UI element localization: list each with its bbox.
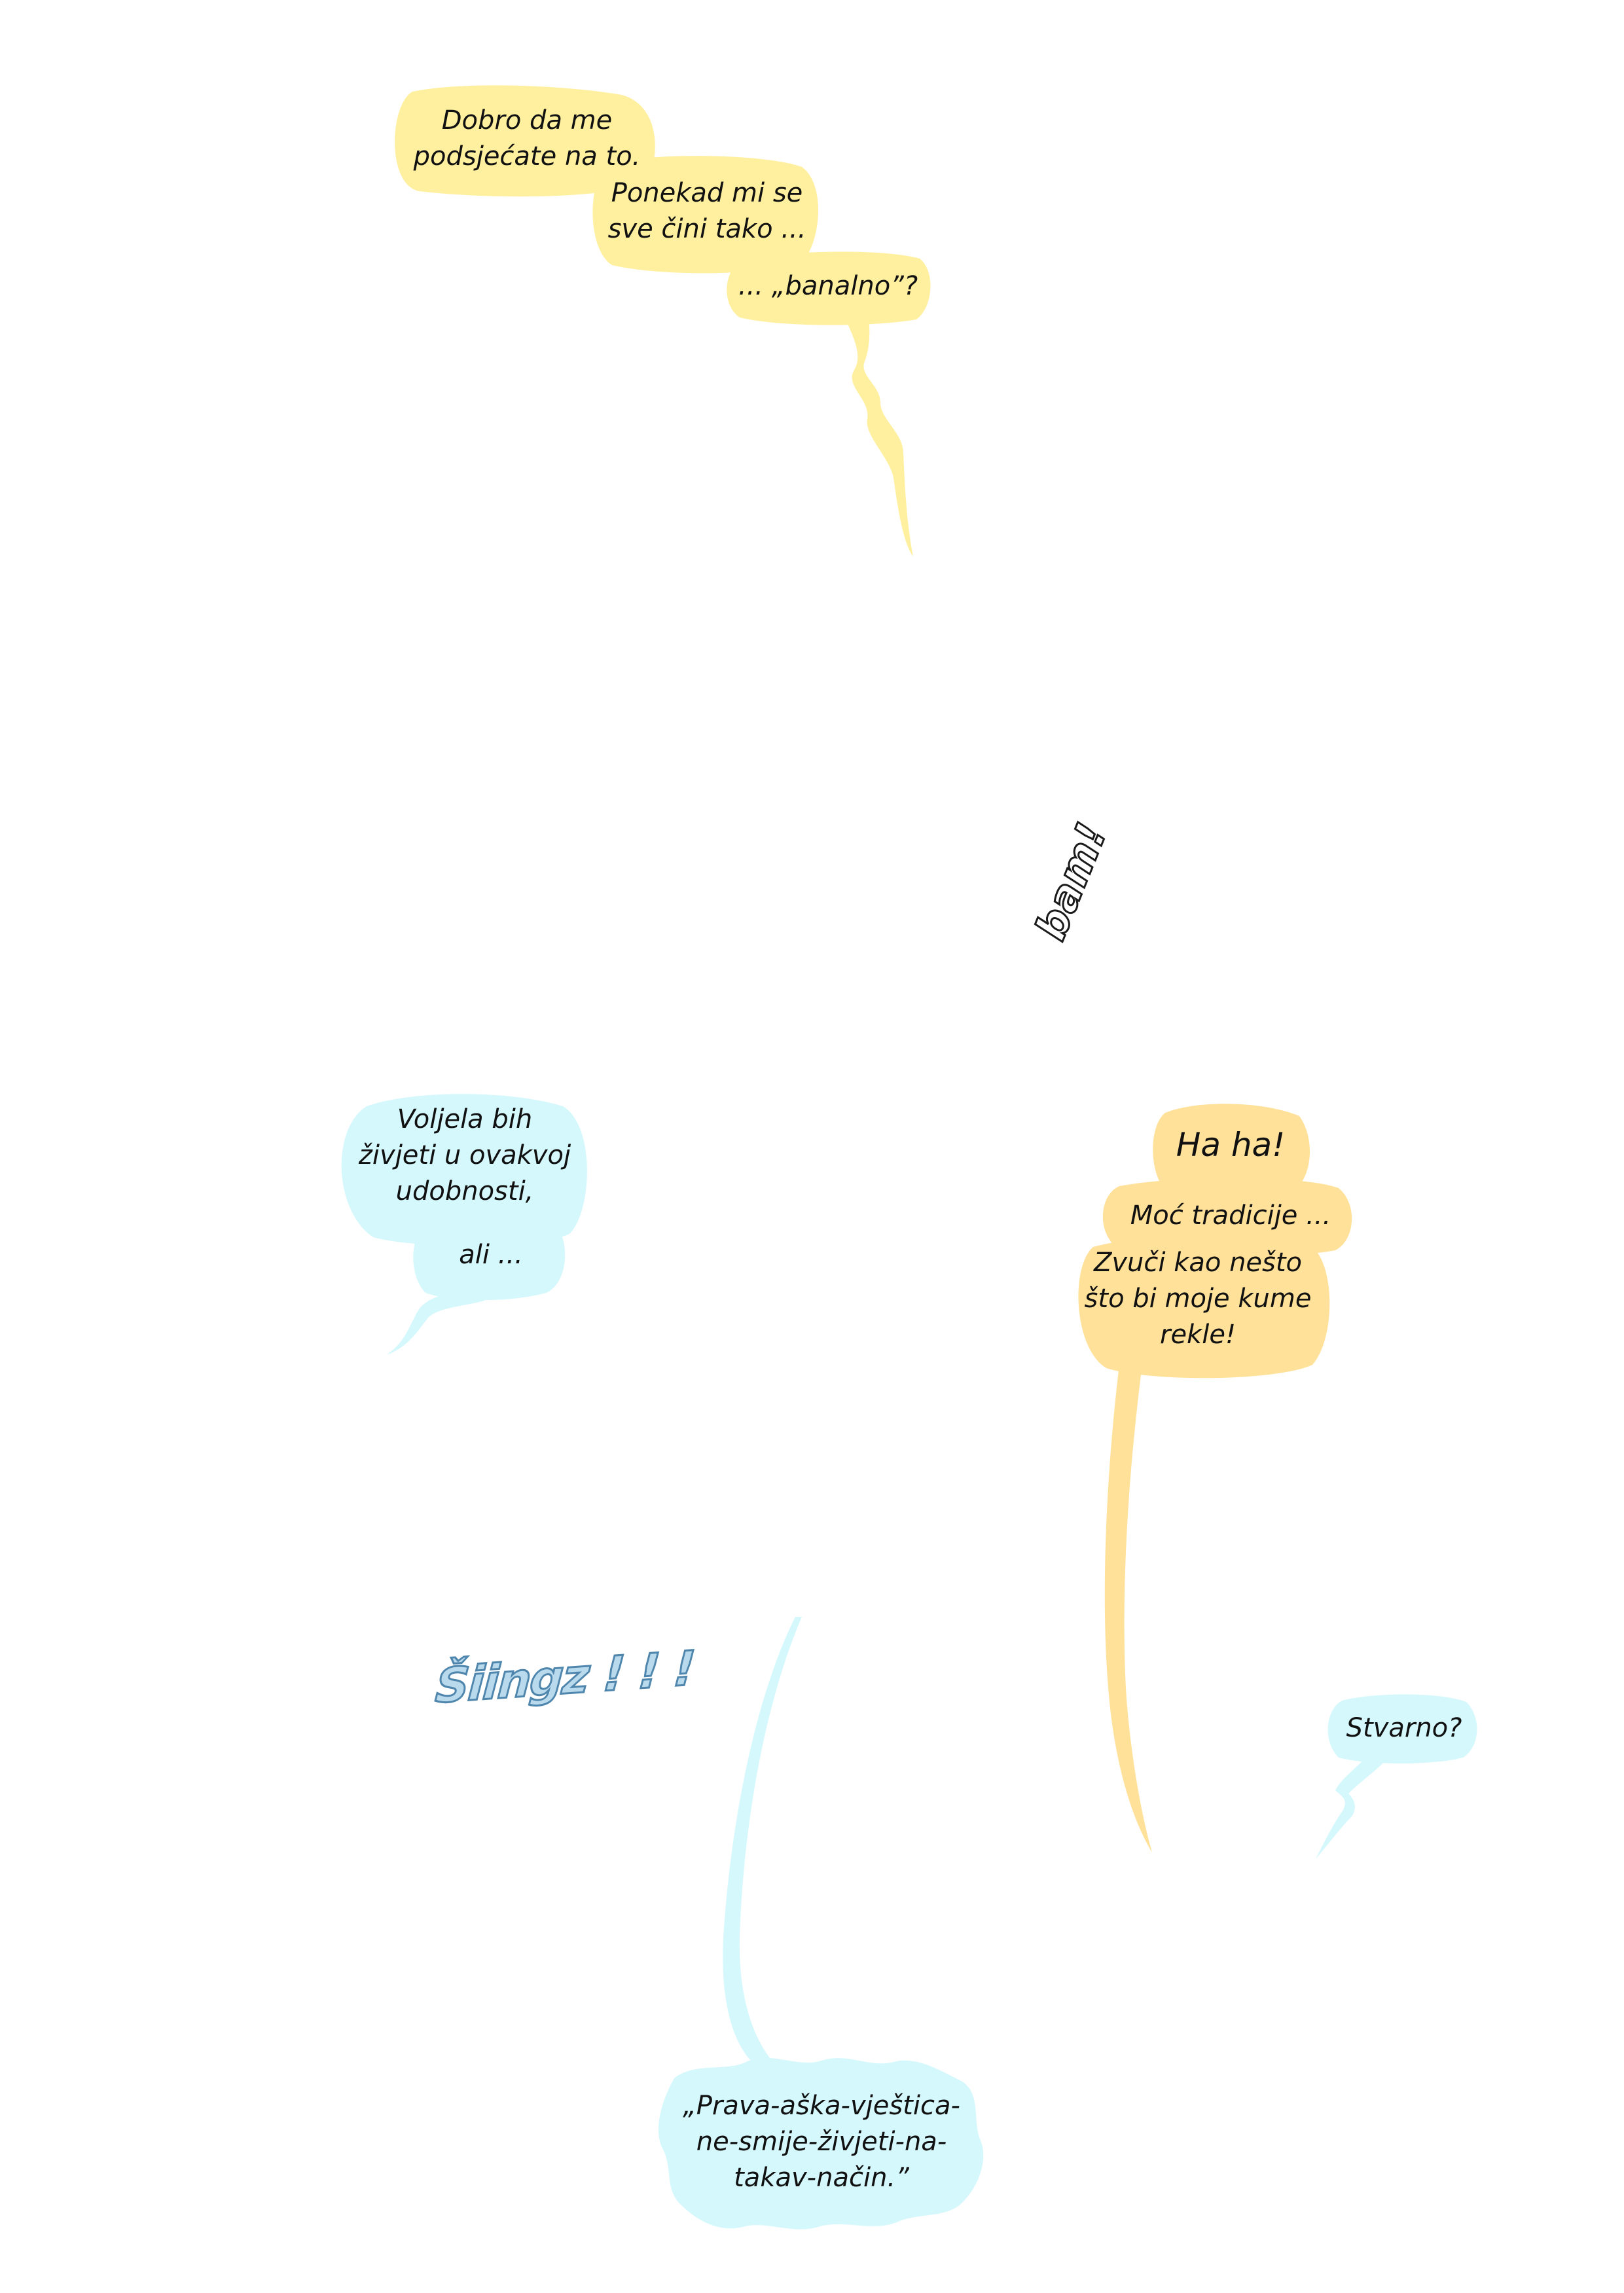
dobro-bubble-text: Dobro da me podsjećate na to.: [413, 105, 641, 172]
prava-bubble-text: „Prava-aška-vještica- ne-smije-živjeti-n…: [683, 2091, 960, 2193]
zvuci-bubble-text: Zvuči kao nešto što bi moje kume rekle!: [1084, 1248, 1312, 1350]
orange-bubble-group: [1078, 1104, 1352, 1852]
ponekad-bubble-text: Ponekad mi se sve čini tako ...: [607, 178, 806, 244]
ali-bubble-shape: [413, 1220, 566, 1301]
moc-bubble-text: Moć tradicije ...: [1130, 1201, 1331, 1231]
cyan-left-bubble-group: [341, 1094, 587, 1355]
prava-bubble-shape: [658, 2057, 984, 2230]
yellow-bubble-tail: [841, 308, 913, 556]
stvarno-bubble-shape: [1327, 1694, 1477, 1763]
banalno-bubble-text: ... „banalno”?: [738, 271, 918, 301]
haha-bubble-shape: [1153, 1104, 1310, 1199]
haha-bubble-text: Ha ha!: [1176, 1126, 1286, 1164]
voljela-bubble-text: Voljela bih živjeti u ovakvoj udobnosti,: [358, 1104, 571, 1206]
prava-bubble-tail: [723, 1617, 802, 2068]
yellow-bubble-group: [395, 85, 931, 556]
voljela-bubble-shape: [341, 1094, 587, 1246]
prava-bubble-group: [658, 1617, 984, 2230]
stvarno-bubble-text: Stvarno?: [1346, 1713, 1462, 1743]
banalno-bubble-shape: [727, 251, 931, 325]
ponekad-bubble-shape: [592, 156, 818, 274]
stvarno-bubble-tail: [1316, 1754, 1391, 1859]
dobro-bubble-shape: [395, 85, 655, 197]
ali-bubble-text: ali ...: [459, 1240, 523, 1270]
zvuci-bubble-shape: [1078, 1235, 1330, 1379]
stvarno-bubble-group: [1316, 1694, 1477, 1859]
orange-bubble-tail: [1104, 1365, 1152, 1852]
voljela-bubble-tail: [386, 1283, 488, 1355]
